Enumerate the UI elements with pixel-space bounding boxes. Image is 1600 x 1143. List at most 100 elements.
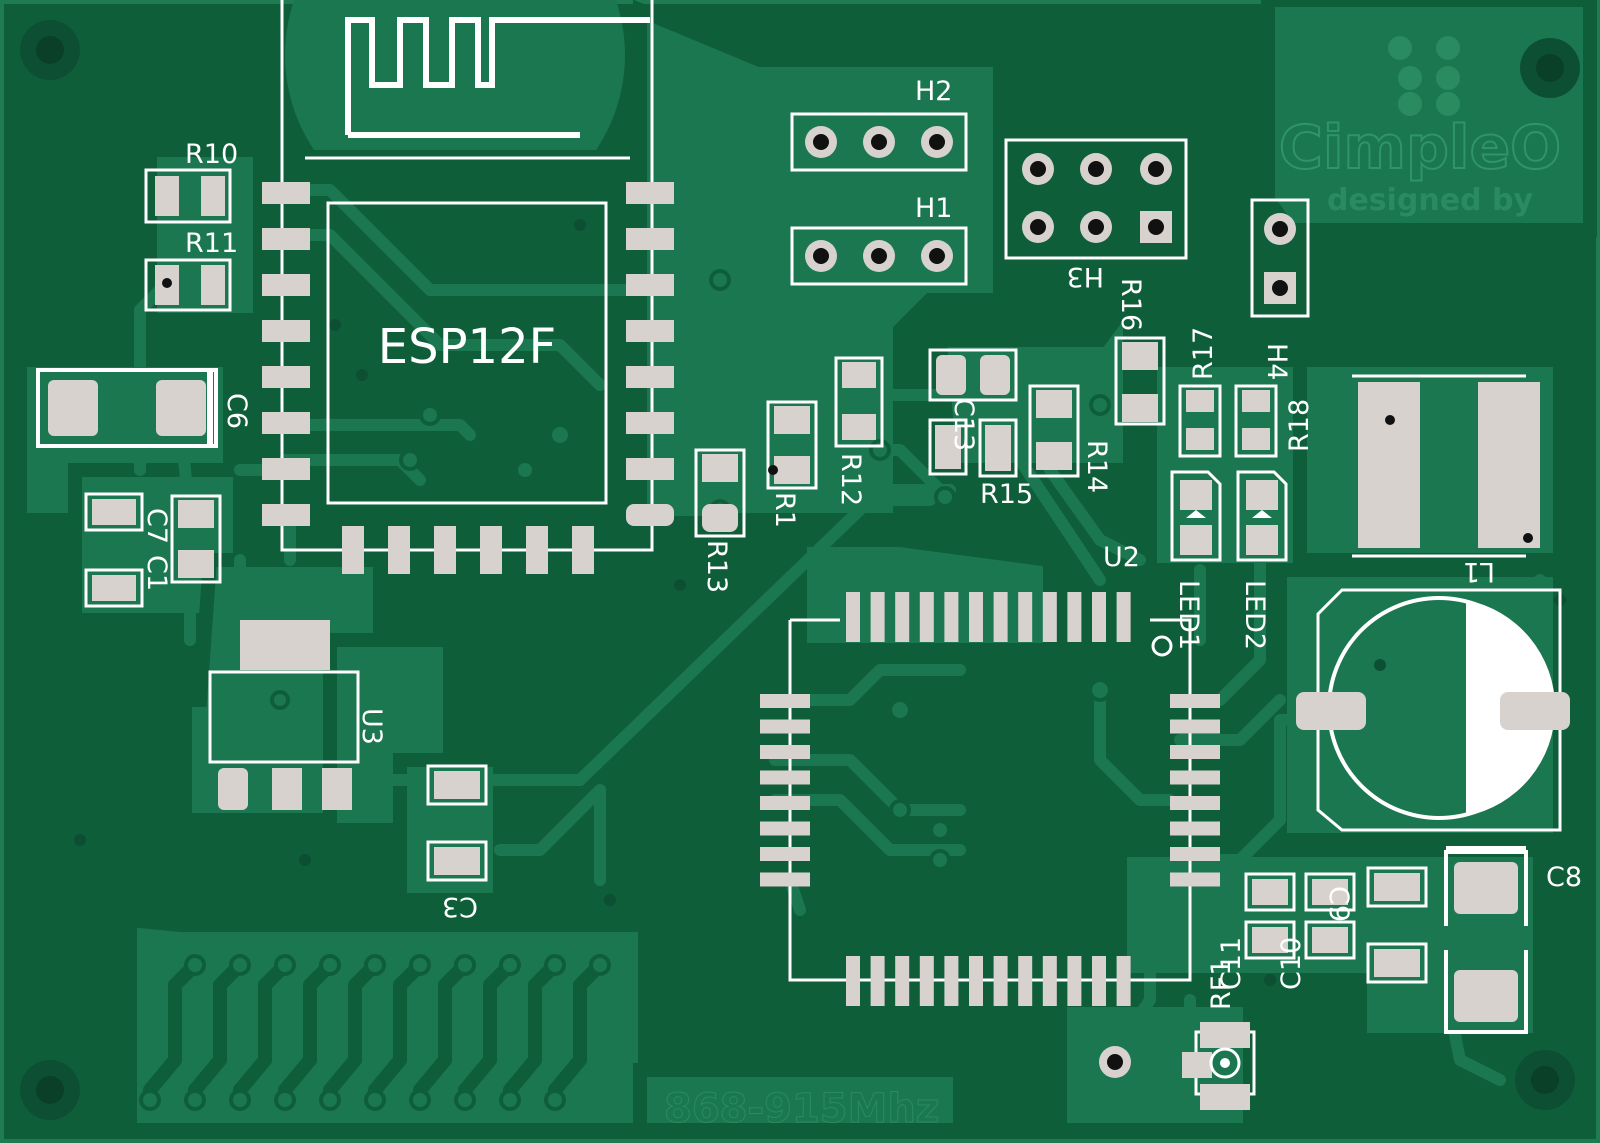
u2-pin-pad [919, 956, 934, 1006]
r15-footprint: R15 [978, 418, 1033, 510]
label-r14: R14 [1081, 440, 1112, 493]
u3-footprint: U3 [208, 620, 387, 810]
frequency-label: 868-915Mhz [664, 1086, 939, 1132]
u2-pin-pad [846, 592, 860, 642]
u2-pin-pad [895, 956, 910, 1006]
r10-footprint: R10 [144, 139, 238, 224]
label-c9: C9 [1323, 886, 1354, 922]
label-r18: R18 [1284, 399, 1315, 452]
u2-pin-pad [1170, 796, 1220, 810]
u2-pin-pad [760, 694, 810, 708]
label-h3: H3 [1067, 261, 1104, 292]
u2-pin-pad [993, 592, 1008, 642]
copper-traces [134, 74, 1546, 1086]
u2-pin-pad [944, 592, 959, 642]
u2-pin-pad [1042, 956, 1057, 1006]
u2-pin-pad [870, 592, 885, 642]
h1-header: H1 [790, 193, 968, 286]
l1-footprint: L1 [1352, 374, 1540, 587]
r13-footprint: R13 [694, 448, 746, 593]
label-r15: R15 [980, 479, 1033, 510]
rf1-connector: RF1 [1099, 959, 1256, 1110]
label-r1: R1 [769, 492, 800, 528]
h4-header: H4 [1250, 198, 1310, 380]
u2-footprint: U2 [760, 542, 1220, 1006]
u2-pin-pad [969, 592, 983, 642]
u2-pin-pad [760, 821, 810, 836]
u2-pin-pad [760, 872, 810, 887]
c13-footprint: C13 [928, 348, 1018, 476]
u2-pin-pad [919, 592, 934, 642]
c6-footprint: C6 [36, 368, 252, 448]
r1-footprint: R1 [766, 400, 818, 528]
u2-pin-pad [846, 956, 860, 1006]
u2-pin-pad [1170, 770, 1220, 785]
edge-connector-vias [139, 954, 611, 1111]
edge-connector-traces [143, 958, 607, 1097]
label-u2: U2 [1103, 542, 1140, 573]
u2-pin-pad [1170, 719, 1220, 734]
u2-pin-pad [969, 956, 983, 1006]
c3-footprint: C3 [426, 764, 488, 922]
c7-footprint: C7 [84, 492, 172, 608]
u2-pin-pad [993, 956, 1008, 1006]
label-rf1: RF1 [1206, 959, 1237, 1010]
c1-footprint: C1 [141, 494, 222, 591]
u2-pin-pad [1018, 956, 1033, 1006]
u2-pin-pad [1170, 745, 1220, 759]
brand-logo: CimpleO designed by [1278, 36, 1562, 218]
u2-pin-pad [870, 956, 885, 1006]
label-r11: R11 [185, 228, 238, 259]
u2-pin-pad [944, 956, 959, 1006]
u2-pin-pad [760, 745, 810, 759]
u2-pin-pad [1067, 956, 1082, 1006]
brand-tagline: designed by [1327, 183, 1534, 218]
r11-footprint: R11 [144, 228, 238, 312]
c14-footprint [1296, 588, 1570, 832]
u2-pin-pad [760, 770, 810, 785]
label-c10: C10 [1276, 937, 1307, 990]
label-r10: R10 [185, 139, 238, 170]
u2-pin-pad [1116, 956, 1131, 1006]
c9-c10-c11-footprints: C9 C10 C11 [1216, 872, 1356, 990]
u2-pin-pad [1092, 956, 1106, 1006]
label-r13: R13 [701, 540, 732, 593]
label-l1: L1 [1463, 556, 1495, 587]
label-r16: R16 [1115, 278, 1146, 331]
label-r17: R17 [1188, 327, 1219, 380]
label-led2: LED2 [1239, 580, 1270, 650]
u2-pin-pad [1092, 592, 1106, 642]
r14-footprint: R14 [1028, 384, 1112, 493]
u2-pin-pad [1170, 821, 1220, 836]
bulk-cap-pads [1366, 866, 1428, 984]
label-c6: C6 [221, 393, 252, 429]
brand-name: CimpleO [1279, 113, 1561, 183]
module-label: ESP12F [378, 319, 556, 375]
label-c1: C1 [141, 555, 172, 591]
label-h1: H1 [915, 193, 952, 224]
test-points [74, 219, 1566, 986]
u2-pin-pad [760, 719, 810, 734]
u2-pin-pad [1170, 847, 1220, 861]
u2-pin-pad [1170, 694, 1220, 708]
label-c11: C11 [1216, 937, 1247, 990]
esp12f-module: ESP12F [262, 0, 674, 574]
u2-pin-pad [760, 796, 810, 810]
r16-footprint: R16 [1114, 278, 1166, 426]
label-r12: R12 [835, 453, 866, 506]
label-h4: H4 [1261, 343, 1292, 380]
h3-header: H3 [1004, 138, 1188, 292]
antenna-trace [345, 17, 650, 135]
u2-pin-pad [895, 592, 910, 642]
label-u3: U3 [356, 708, 387, 745]
c8-footprint: C8 [1444, 846, 1582, 1034]
r18-footprint: R18 [1234, 384, 1315, 458]
label-c7: C7 [141, 508, 172, 544]
led2-footprint: LED2 [1236, 470, 1288, 650]
r12-footprint: R12 [834, 356, 884, 506]
u2-pin-pad [1170, 872, 1220, 887]
label-c3: C3 [442, 891, 478, 922]
u2-pin-pad [1018, 592, 1033, 642]
u2-pin-pad [1067, 592, 1082, 642]
